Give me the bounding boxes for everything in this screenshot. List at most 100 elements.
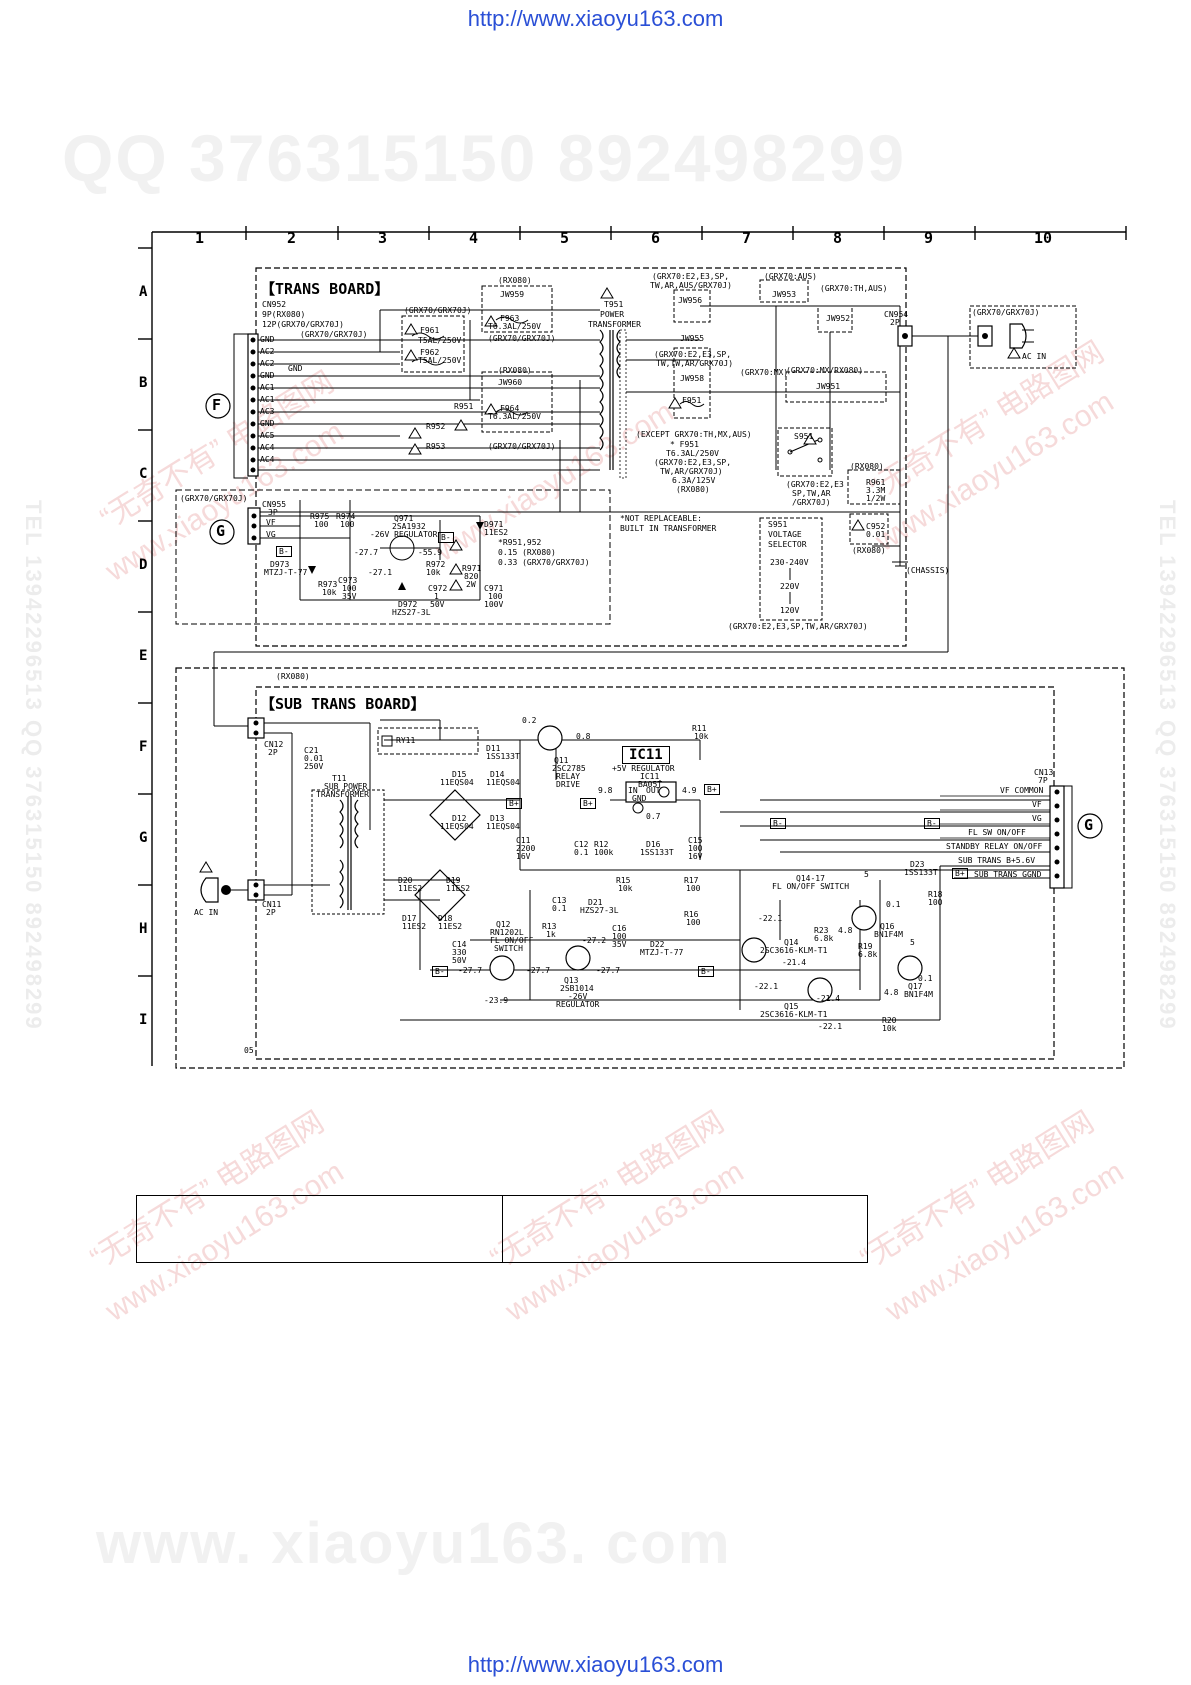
t11-label: T11 [332, 774, 347, 783]
aus-note: (GRX70:E2,E3,SP, [652, 272, 730, 281]
cn954-label: CN954 [884, 310, 909, 319]
qq-watermark: QQ 376315150 892498299 [62, 121, 907, 195]
voltage-label: 4.8 [838, 926, 853, 935]
q14-label: Q14 [784, 938, 799, 947]
r961-label: 3.3M [866, 486, 886, 495]
f961-label: T5AL/250V [418, 336, 462, 345]
voltage-label: -27.2 [582, 936, 607, 945]
pin-label: AC4 [260, 443, 275, 452]
b-minus-marker: B- [438, 532, 454, 543]
c952-label: 0.01 [866, 530, 886, 539]
row-label: E [139, 648, 148, 664]
q971-label: Q971 [394, 514, 414, 523]
r11-label: 10k [694, 732, 709, 741]
f961-label: F961 [420, 326, 440, 335]
r971-label: R971 [462, 564, 482, 573]
f963-label: T6.3AL/250V [488, 322, 541, 331]
ic11-label: BA05T [638, 780, 663, 789]
c971-label: C971 [484, 584, 504, 593]
d12-label: D12 [452, 814, 467, 823]
row-label: H [139, 921, 148, 937]
grx-label: (GRX70/GRX70J) [404, 306, 472, 315]
top-url[interactable]: http://www.xiaoyu163.com [467, 6, 724, 31]
col-label: 5 [560, 229, 570, 247]
jw953-label: JW953 [772, 290, 797, 299]
jw959-label: JW959 [500, 290, 525, 299]
d18-label: 11ES2 [438, 922, 463, 931]
jw956-label: JW956 [678, 296, 703, 305]
b-plus-marker: B+ [704, 784, 720, 795]
f951-label: F951 [682, 396, 702, 405]
cn955-label: 3P [268, 508, 278, 517]
c15-label: C15 [688, 836, 703, 845]
cn952-label: CN952 [262, 300, 287, 309]
d11-label: D11 [486, 744, 501, 753]
r975-label: 100 [314, 520, 329, 529]
d21-label: HZS27-3L [580, 906, 619, 915]
f964-label: F964 [500, 404, 520, 413]
r18-label: R18 [928, 890, 943, 899]
rx080-label: (RX080) [276, 672, 310, 681]
connector-g-marker: G [216, 522, 226, 540]
q16-label: BN1F4M [874, 930, 903, 939]
voltage-label: -27.1 [368, 568, 393, 577]
col-label: 1 [195, 229, 205, 247]
d971-label: 11ES2 [484, 528, 509, 537]
cn11-label: CN11 [262, 900, 282, 909]
r961-label: R961 [866, 478, 886, 487]
f951-spec: TW,AR/GRX70J) [660, 467, 723, 476]
r23-label: 6.8k [814, 934, 834, 943]
voltage-label: 9.8 [598, 786, 613, 795]
grx70-aus-label: (GRX70:AUS) [764, 272, 817, 281]
c13-label: 0.1 [552, 904, 567, 913]
cn12-label: 2P [268, 748, 278, 757]
col-label: 7 [742, 229, 752, 247]
voltage-label: -55.9 [418, 548, 443, 557]
b-minus-marker: B- [770, 818, 786, 829]
c11-label: 2200 [516, 844, 536, 853]
r973-label: 10k [322, 588, 337, 597]
row-label: A [139, 284, 148, 300]
r16-label: 100 [686, 918, 701, 927]
q12-label: RN1202L [490, 928, 524, 937]
q12-label: SWITCH [494, 944, 523, 953]
voltage-230: 230-240V [770, 558, 809, 567]
jw955-label: JW955 [680, 334, 705, 343]
c14-label: C14 [452, 940, 467, 949]
bottom-url[interactable]: http://www.xiaoyu163.com [467, 1652, 724, 1677]
rx080-label: (RX080) [498, 366, 532, 375]
connector-g-marker: G [1084, 816, 1094, 834]
c11-label: 16V [516, 852, 531, 861]
r951-note: 0.15 (RX080) [498, 548, 556, 557]
voltage-selector-label: SELECTOR [768, 540, 807, 549]
r971-label: 820 [464, 572, 479, 581]
voltage-label: -27.7 [458, 966, 483, 975]
col-label: 4 [469, 229, 479, 247]
q14-17-label: Q14-17 [796, 874, 825, 883]
voltage-label: -27.7 [354, 548, 379, 557]
d16-label: D16 [646, 840, 661, 849]
q13-label: Q13 [564, 976, 579, 985]
col-label: 8 [833, 229, 843, 247]
r971-label: 2W [466, 580, 476, 589]
c972-label: 50V [430, 600, 445, 609]
voltage-label: 4.9 [682, 786, 697, 795]
voltage-selector-label: VOLTAGE [768, 530, 802, 539]
c14-label: 50V [452, 956, 467, 965]
s951-note: (GRX70:E2,E3 [786, 480, 844, 489]
r973-label: R973 [318, 580, 338, 589]
t951-label: T951 [604, 300, 624, 309]
regulator-label: -26V REGULATOR [370, 530, 438, 539]
f963-label: F963 [500, 314, 520, 323]
d972-label: HZS27-3L [392, 608, 431, 617]
r23-label: R23 [814, 926, 829, 935]
r974-label: R974 [336, 512, 356, 521]
r18-label: 100 [928, 898, 943, 907]
s951-label: S951 [794, 432, 814, 441]
sub-trans-board-title: 【SUB TRANS BOARD】 [260, 695, 426, 713]
cn13-pin: VF [1032, 800, 1042, 809]
cn13-pin: VF COMMON [1000, 786, 1044, 795]
d972-label: D972 [398, 600, 418, 609]
c14-label: 330 [452, 948, 467, 957]
